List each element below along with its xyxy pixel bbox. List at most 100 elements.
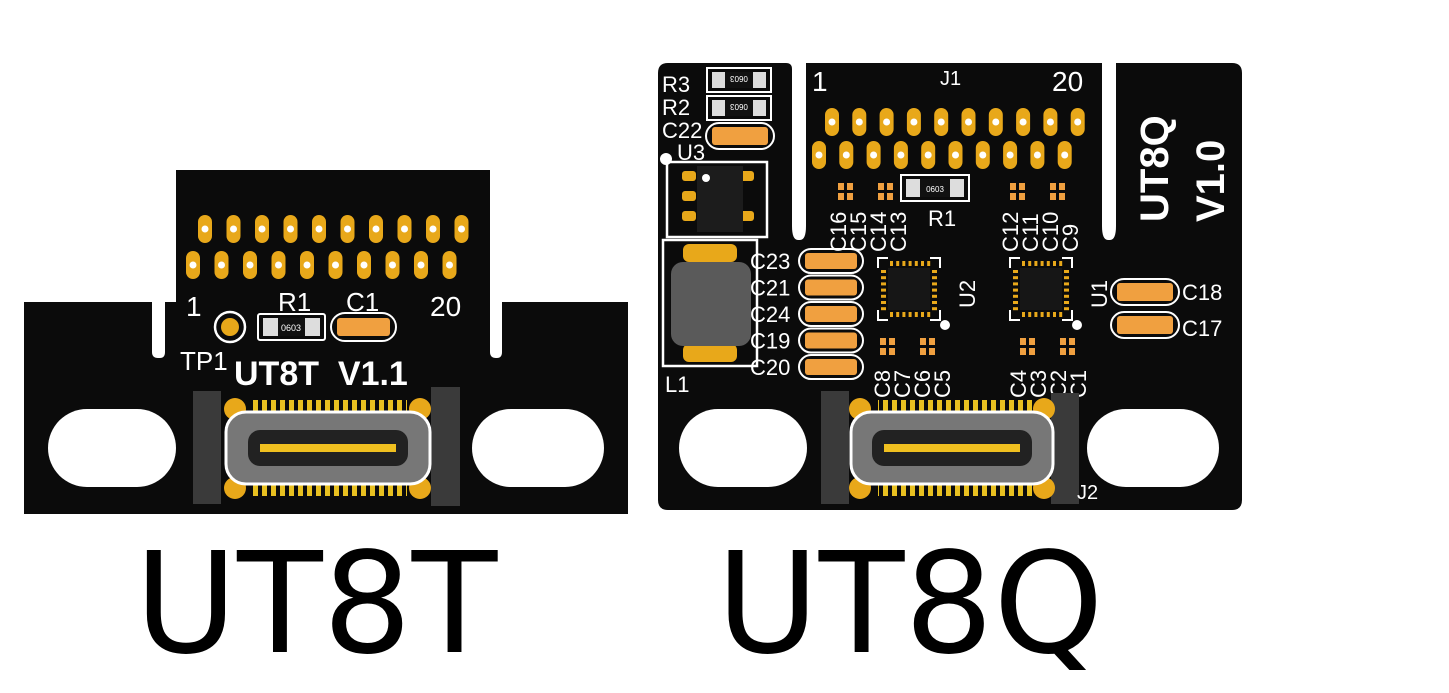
small-capacitor-label: C16 — [826, 212, 851, 252]
header-pad — [357, 251, 371, 279]
small-capacitor-pads — [1060, 338, 1066, 355]
small-capacitor-label: C8 — [870, 370, 895, 398]
ut8t-version-label: UT8T V1.1 — [234, 355, 408, 393]
ut8q-version-name: UT8Q — [1133, 115, 1177, 222]
header-pad — [186, 251, 200, 279]
ut8t-r1-label: R1 — [278, 287, 311, 317]
ut8q-r2-label: R2 — [662, 95, 690, 120]
header-pad — [1003, 141, 1018, 169]
ut8q-u2-chip — [877, 257, 950, 330]
ut8t-c1-outline — [330, 312, 397, 342]
header-pad — [426, 215, 440, 243]
stack-capacitor-label: C19 — [750, 329, 790, 354]
header-pad — [866, 141, 881, 169]
header-pad — [879, 108, 894, 136]
small-capacitor-label: C3 — [1026, 370, 1051, 398]
ut8q-header-pads — [812, 108, 1085, 169]
header-pad — [369, 215, 383, 243]
ut8q-mount-slot-right — [1087, 409, 1219, 487]
small-capacitor-label: C5 — [930, 370, 955, 398]
header-pad — [1043, 108, 1058, 136]
ut8q-c22-capacitor — [705, 122, 775, 150]
small-capacitor-pads — [889, 338, 895, 355]
small-capacitor-pads — [838, 183, 844, 200]
ut8q-pin-last-label: 20 — [1052, 66, 1083, 97]
ut8q-c18-capacitor — [1110, 278, 1180, 306]
header-pad — [893, 141, 908, 169]
small-capacitor-pads — [1059, 183, 1065, 200]
header-pad — [1057, 141, 1072, 169]
ut8q-pin-first-label: 1 — [812, 66, 828, 97]
header-pad — [825, 108, 839, 136]
small-capacitor-label: C4 — [1006, 370, 1031, 398]
small-capacitor-label: C14 — [866, 212, 891, 252]
ut8q-board: 1 20 J1 R3 R2 C22 0603 0603 U3 — [658, 63, 1242, 510]
header-pad — [271, 251, 286, 279]
stack-capacitor — [798, 327, 864, 354]
ut8q-c17-label: C17 — [1182, 316, 1222, 341]
small-capacitor-pads — [1019, 183, 1025, 200]
ut8q-c17-capacitor — [1110, 311, 1180, 339]
ut8q-r3-label: R3 — [662, 72, 690, 97]
header-pad — [300, 251, 314, 279]
ut8t-pcb-outline — [24, 170, 628, 514]
ut8q-r3-resistor: 0603 — [706, 67, 772, 93]
small-capacitor-pads — [1050, 183, 1056, 200]
header-pad — [312, 215, 326, 243]
small-capacitor-pads — [880, 338, 886, 355]
header-pad — [975, 141, 990, 169]
small-capacitor-label: C7 — [890, 370, 915, 398]
ut8q-r2-package: 0603 — [730, 102, 748, 111]
header-pad — [1030, 141, 1045, 169]
header-pad — [397, 215, 412, 243]
small-capacitor-pads — [929, 338, 935, 355]
ut8t-usb-c-connector — [193, 387, 460, 506]
small-capacitor-pads — [887, 183, 893, 200]
small-capacitor-label: C13 — [886, 212, 911, 252]
ut8t-pin-first-label: 1 — [186, 291, 202, 322]
header-pad — [852, 108, 867, 136]
header-pad — [283, 215, 298, 243]
header-pad — [340, 215, 355, 243]
ut8q-c18-label: C18 — [1182, 280, 1222, 305]
header-pad — [442, 251, 457, 279]
stack-capacitor — [798, 274, 864, 301]
ut8q-r1-package: 0603 — [926, 185, 944, 194]
ut8t-tp1-label: TP1 — [180, 346, 228, 376]
ut8q-u1-chip — [1009, 257, 1082, 330]
header-pad — [1070, 108, 1085, 136]
ut8q-u1-label: U1 — [1087, 280, 1112, 308]
ut8q-r3-package: 0603 — [730, 74, 748, 83]
ut8t-caption: UT8T — [135, 523, 498, 686]
header-pad — [812, 141, 826, 169]
header-pad — [454, 215, 469, 243]
ut8q-u3-chip — [665, 160, 769, 239]
header-pad — [385, 251, 400, 279]
small-capacitor-pads — [1010, 183, 1016, 200]
ut8t-mount-slot-right — [472, 409, 604, 487]
header-pad — [839, 141, 854, 169]
header-pad — [948, 141, 963, 169]
header-pad — [906, 108, 921, 136]
stack-capacitor-label: C23 — [750, 249, 790, 274]
ut8t-pin-last-label: 20 — [430, 291, 461, 322]
ut8q-usb-c-connector — [821, 391, 1079, 504]
ut8t-board: 1 20 R1 C1 0603 TP1 UT8T V1.1 — [24, 170, 628, 514]
ut8t-r1-body — [278, 318, 305, 336]
header-pad — [414, 251, 428, 279]
header-pad — [921, 141, 936, 169]
ut8t-mount-slot-left — [48, 409, 176, 487]
ut8q-c22-label: C22 — [662, 118, 702, 143]
ut8t-tp1-ring — [213, 310, 247, 344]
small-capacitor-label: C12 — [998, 212, 1023, 252]
small-capacitor-label: C11 — [1018, 213, 1043, 252]
header-pad — [988, 108, 1003, 136]
ut8q-l1-label: L1 — [665, 372, 689, 397]
stack-capacitor — [798, 354, 864, 380]
stack-capacitor-label: C20 — [750, 355, 790, 380]
header-pad — [243, 251, 257, 279]
header-pad — [934, 108, 949, 136]
